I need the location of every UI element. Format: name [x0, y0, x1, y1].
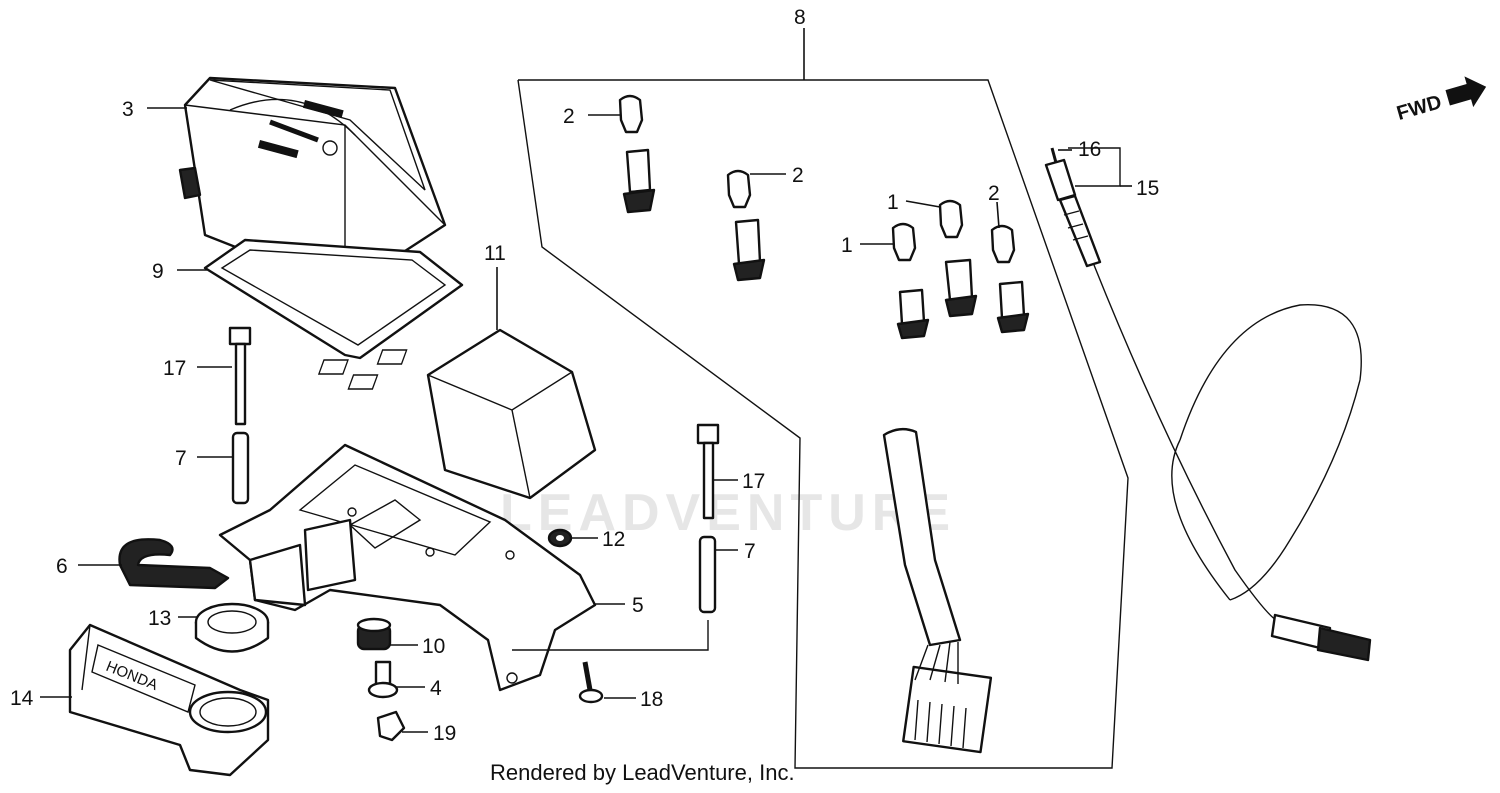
bulb-socket-5	[996, 280, 1030, 334]
callout-10: 10	[422, 635, 445, 658]
bulb-socket-2	[732, 218, 766, 282]
nut-12	[547, 528, 573, 548]
collar-right	[698, 535, 717, 614]
gasket	[203, 238, 464, 360]
cable-clamp	[118, 538, 230, 590]
bulb-2c	[990, 224, 1016, 264]
callout-11: 11	[484, 242, 506, 265]
meter-cover: HONDA	[68, 623, 270, 777]
bolt-left	[228, 326, 252, 426]
collar-left	[231, 431, 250, 505]
bulb-2b	[726, 169, 752, 209]
bulb-socket-1	[622, 148, 656, 214]
callout-1b: 1	[841, 234, 853, 257]
callout-4: 4	[430, 677, 442, 700]
callout-7b: 7	[744, 540, 756, 563]
collar-4	[367, 660, 399, 699]
nut-19	[376, 710, 406, 742]
arrow-icon	[1445, 76, 1487, 108]
grommet-ring	[194, 602, 270, 653]
callout-13: 13	[148, 607, 171, 630]
screw-18	[578, 661, 604, 704]
bulb-1a	[938, 199, 964, 239]
callout-14: 14	[10, 687, 34, 710]
credit-text: Rendered by LeadVenture, Inc.	[490, 760, 795, 785]
callout-16: 16	[1078, 138, 1101, 161]
callout-5: 5	[632, 594, 644, 617]
harness-assembly-outline	[517, 79, 1129, 769]
callout-1a: 1	[887, 191, 899, 214]
callout-3: 3	[122, 98, 134, 121]
bulb-socket-4	[944, 258, 978, 318]
bulb-1b	[891, 222, 917, 262]
speedometer-cable	[1044, 147, 1372, 662]
wire-harness	[625, 199, 1011, 754]
callout-2b: 2	[792, 164, 804, 187]
callout-15: 15	[1136, 177, 1159, 200]
callout-17a: 17	[163, 357, 186, 380]
callout-2a: 2	[563, 105, 575, 128]
callout-6: 6	[56, 555, 68, 578]
indicator-box	[317, 328, 597, 500]
callout-19: 19	[433, 722, 456, 745]
callout-9: 9	[152, 260, 164, 283]
callout-7a: 7	[175, 447, 187, 470]
meter-bracket	[218, 443, 597, 692]
fwd-arrow: FWD	[1394, 76, 1487, 125]
bolt-right	[696, 423, 720, 520]
bulb-socket-3	[896, 288, 930, 340]
fwd-label: FWD	[1394, 91, 1444, 125]
callout-12: 12	[602, 528, 625, 551]
grommet	[356, 617, 392, 651]
speedometer	[178, 76, 447, 292]
watermark-text: LEADVENTURE	[500, 484, 956, 542]
bulb-2a	[618, 94, 644, 134]
callout-2c: 2	[988, 182, 1000, 205]
callout-17b: 17	[742, 470, 765, 493]
callout-8: 8	[794, 6, 806, 29]
callout-18: 18	[640, 688, 663, 711]
